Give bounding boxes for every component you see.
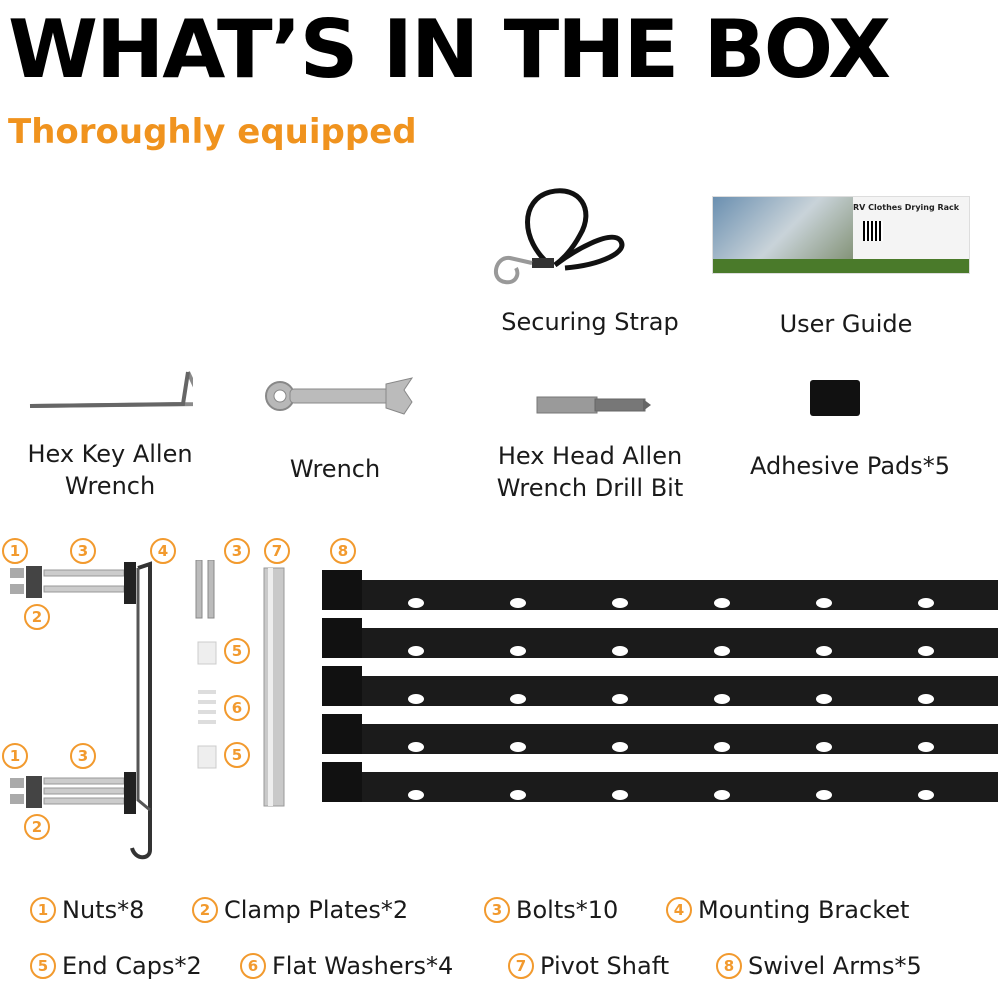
legend-item-bolts: 3 Bolts*10 (484, 896, 618, 924)
hex-key-label: Hex Key Allen Wrench (0, 438, 220, 502)
legend-label: Clamp Plates*2 (224, 896, 409, 924)
marker-4: 4 (150, 538, 176, 564)
legend-item-end-caps: 5 End Caps*2 (30, 952, 202, 980)
marker-1-bottom: 1 (2, 743, 28, 769)
marker-6: 6 (224, 695, 250, 721)
legend-label: Bolts*10 (516, 896, 619, 924)
adhesive-pad-image (810, 380, 860, 416)
qr-code-icon (863, 221, 883, 241)
legend-item-nuts: 1 Nuts*8 (30, 896, 144, 924)
wrench-label: Wrench (289, 455, 381, 483)
legend-number: 8 (716, 953, 742, 979)
marker-2-bottom: 2 (24, 814, 50, 840)
legend-number: 2 (192, 897, 218, 923)
legend-label: Nuts*8 (62, 896, 145, 924)
clamp-group-top (10, 562, 136, 604)
drill-bit-label: Hex Head Allen Wrench Drill Bit (470, 440, 710, 504)
hardware-illustration (10, 560, 285, 860)
legend-number: 1 (30, 897, 56, 923)
marker-7: 7 (264, 538, 290, 564)
marker-5-top: 5 (224, 638, 250, 664)
drill-bit-label-line2: Wrench Drill Bit (496, 474, 684, 502)
legend-number: 6 (240, 953, 266, 979)
securing-strap-image (494, 188, 625, 285)
marker-3-top: 3 (70, 538, 96, 564)
marker-5-bottom: 5 (224, 742, 250, 768)
legend-number: 5 (30, 953, 56, 979)
page-subtitle: Thoroughly equipped (8, 112, 417, 152)
hex-key-image (29, 371, 193, 408)
legend-item-mounting-bracket: 4 Mounting Bracket (666, 896, 909, 924)
legend-label: Flat Washers*4 (272, 952, 454, 980)
page-title: WHAT’S IN THE BOX (8, 3, 891, 96)
guide-footer-bar (713, 259, 969, 273)
user-guide-label: User Guide (779, 310, 913, 338)
clamp-group-bottom (10, 772, 136, 814)
legend-label: Swivel Arms*5 (748, 952, 922, 980)
legend-number: 4 (666, 897, 692, 923)
adhesive-pads-label: Adhesive Pads*5 (749, 452, 951, 480)
legend-label: End Caps*2 (62, 952, 202, 980)
marker-8: 8 (330, 538, 356, 564)
marker-2-top: 2 (24, 604, 50, 630)
legend-number: 7 (508, 953, 534, 979)
swivel-arm (322, 762, 998, 802)
hex-key-label-line2: Wrench (64, 472, 156, 500)
legend-item-pivot-shaft: 7 Pivot Shaft (508, 952, 669, 980)
user-guide-heading: RV Clothes Drying Rack (853, 203, 960, 212)
wrench-image (265, 377, 414, 415)
user-guide-image: RV Clothes Drying Rack (712, 196, 970, 274)
legend-label: Pivot Shaft (540, 952, 670, 980)
marker-3-bolts: 3 (224, 538, 250, 564)
drill-bit-label-line1: Hex Head Allen (497, 442, 683, 470)
legend-item-flat-washers: 6 Flat Washers*4 (240, 952, 453, 980)
swivel-arm (322, 618, 998, 658)
hex-key-label-line1: Hex Key Allen (27, 440, 193, 468)
legend-item-clamp-plates: 2 Clamp Plates*2 (192, 896, 408, 924)
legend-label: Mounting Bracket (698, 896, 910, 924)
legend-item-swivel-arms: 8 Swivel Arms*5 (716, 952, 922, 980)
drill-bit-image (536, 396, 651, 414)
swivel-arm (322, 714, 998, 754)
marker-3-bottom: 3 (70, 743, 96, 769)
securing-strap-label: Securing Strap (501, 308, 679, 336)
marker-1-top: 1 (2, 538, 28, 564)
swivel-arm (322, 570, 998, 610)
legend-number: 3 (484, 897, 510, 923)
mounting-bracket-shape (130, 561, 152, 860)
swivel-arm (322, 666, 998, 706)
